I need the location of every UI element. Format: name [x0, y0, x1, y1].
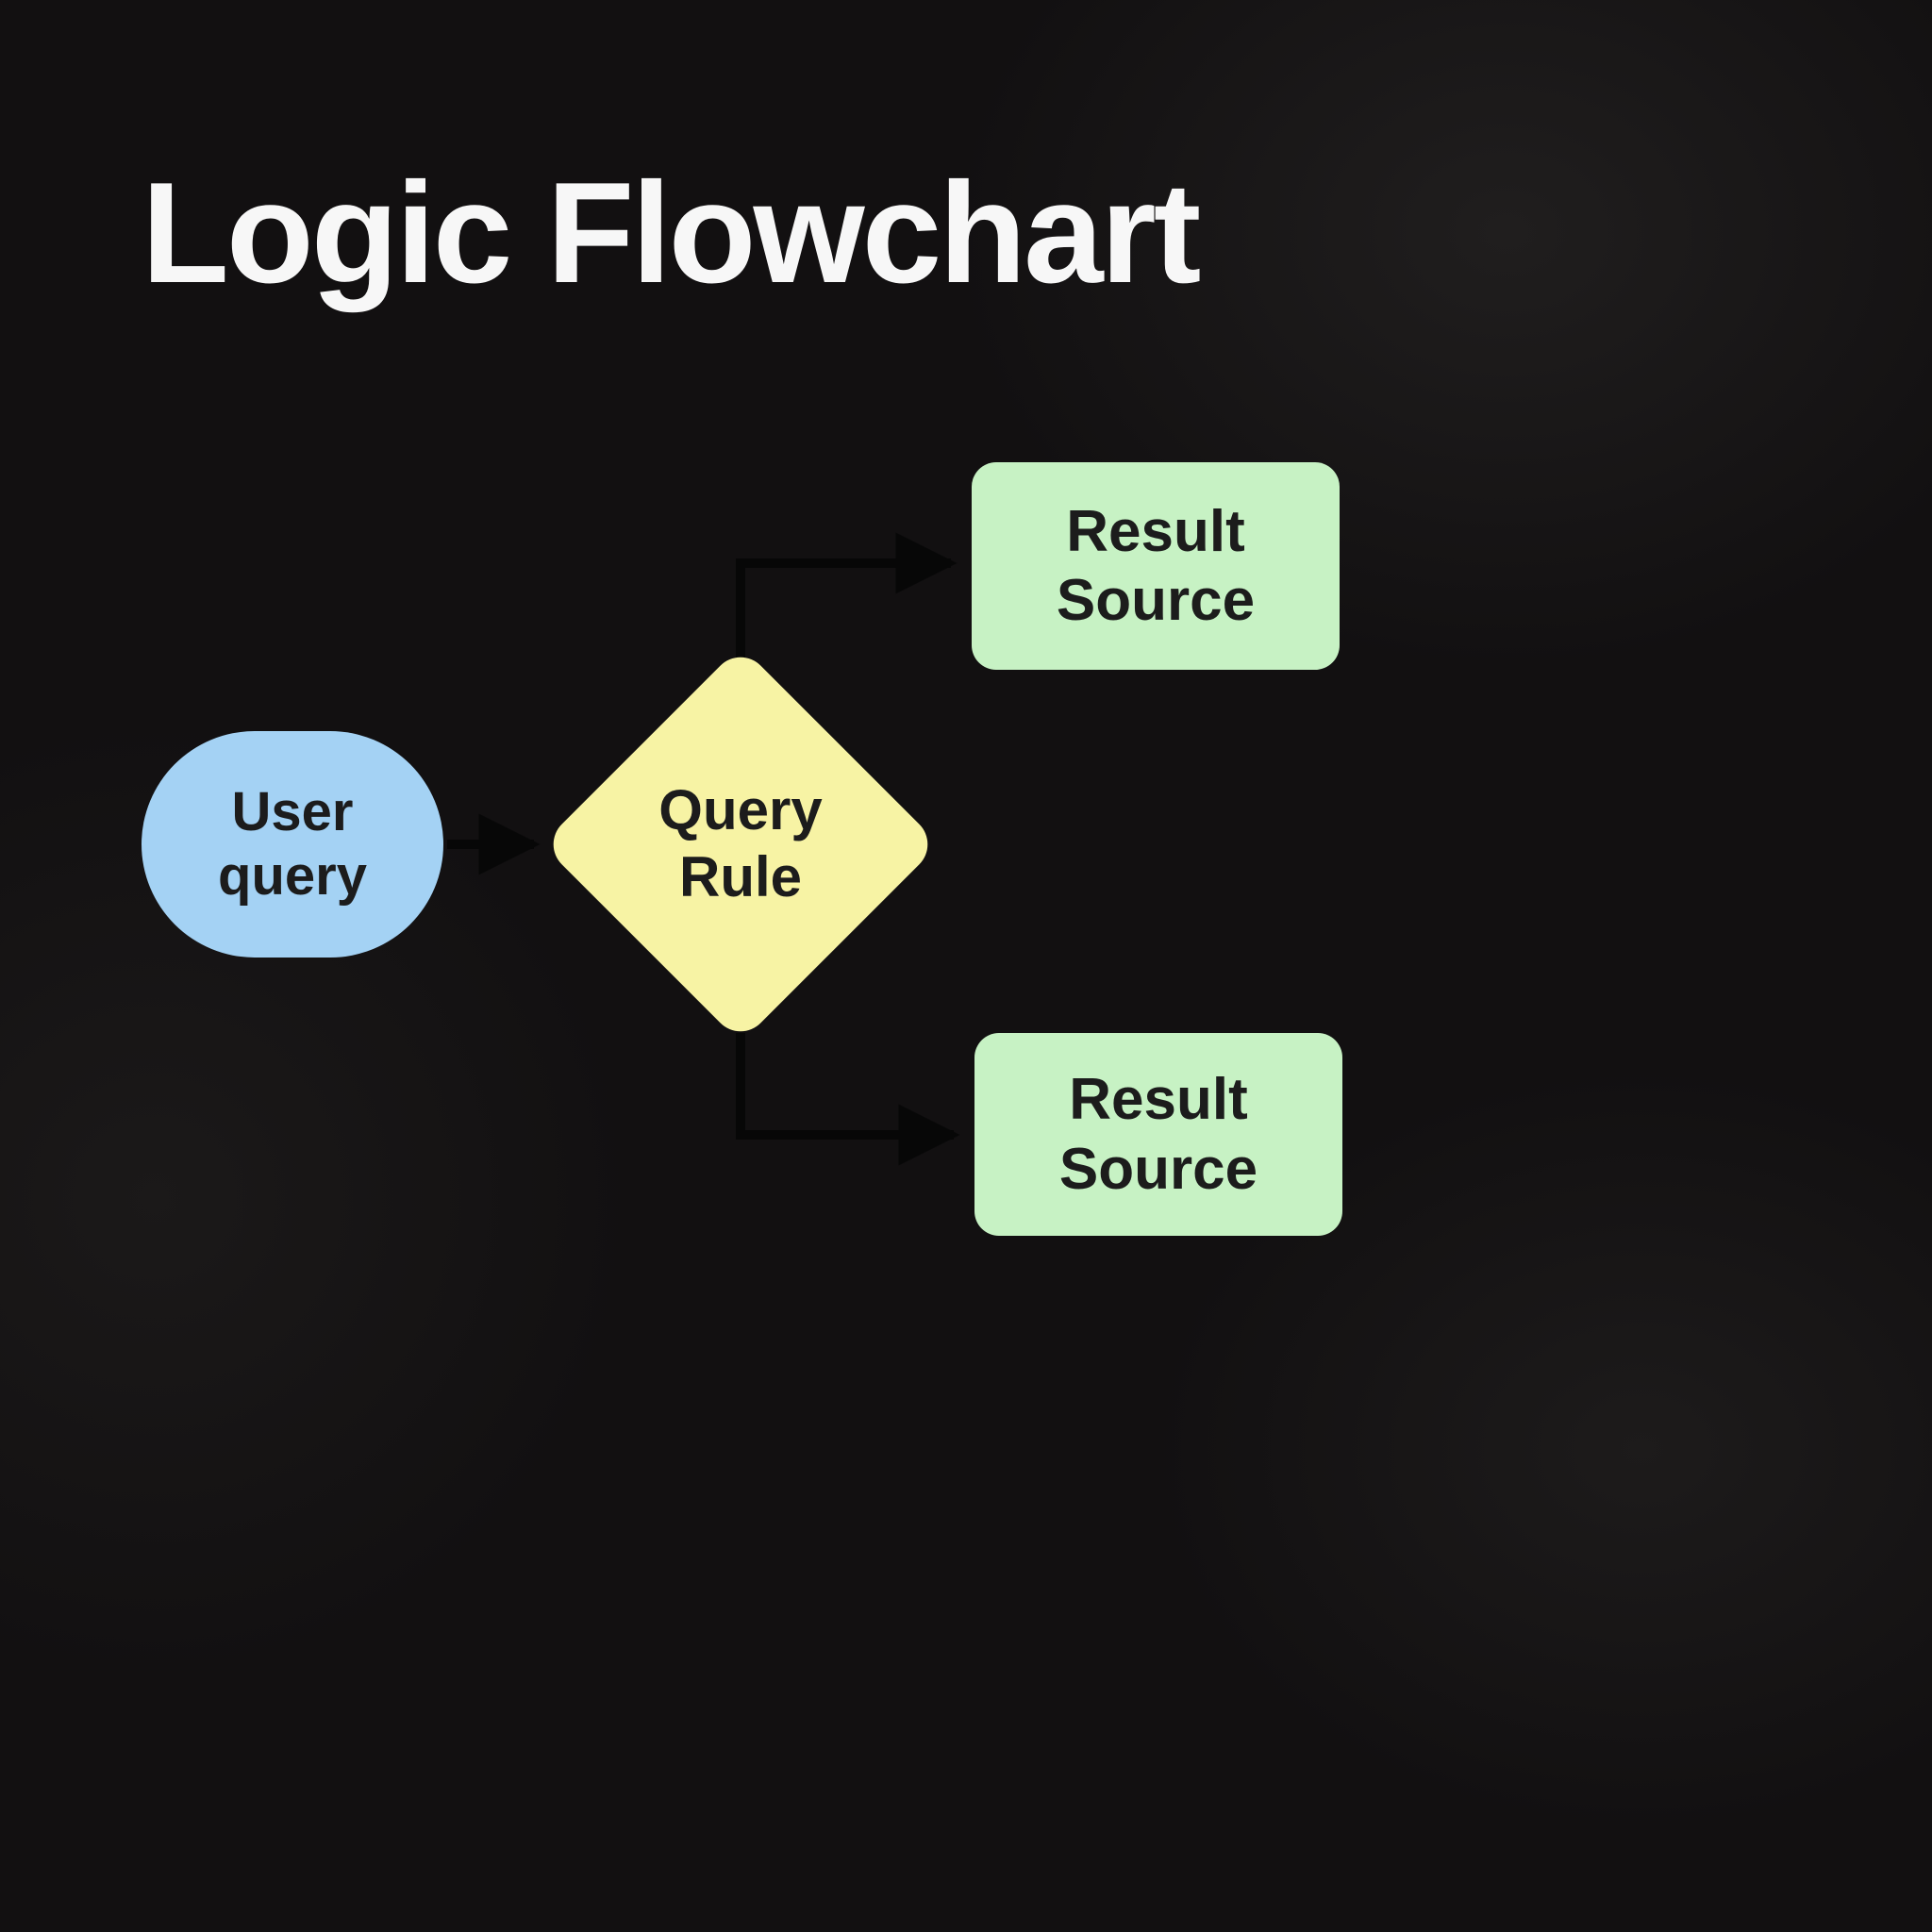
node-user-query-label: User query [218, 780, 367, 907]
edge-query-rule-to-result-source-bottom [736, 1033, 960, 1166]
edge-query-rule-to-result-source-top [736, 532, 958, 658]
page-title: Logic Flowchart [142, 153, 1201, 313]
node-query-rule: Query Rule [541, 645, 940, 1043]
node-result-source-top-label: Result Source [1056, 498, 1256, 633]
node-query-rule-label: Query Rule [658, 778, 823, 908]
node-user-query: User query [142, 731, 443, 958]
node-result-source-bottom-label: Result Source [1058, 1067, 1258, 1202]
node-result-source-bottom: Result Source [974, 1033, 1342, 1236]
node-result-source-top: Result Source [972, 462, 1340, 670]
